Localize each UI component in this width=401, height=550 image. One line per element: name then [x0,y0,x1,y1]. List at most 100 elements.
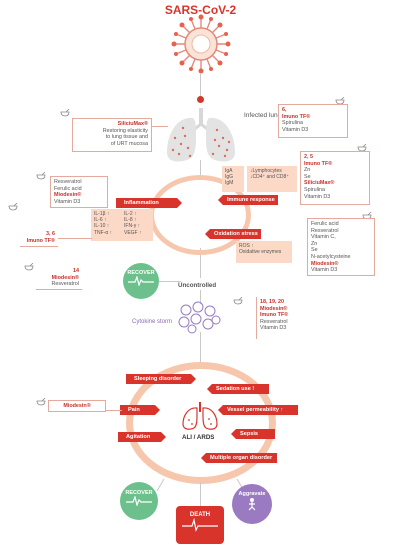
box-line: Restoring elasticity [102,127,148,134]
sedation-use-tag: Sedation use ! [207,384,269,394]
box-line: Spirulina [282,120,303,127]
miodesin-label: Miodesin® [311,260,339,267]
box-line: Resveratrol [54,179,82,185]
aggravate-label: Aggravate [238,491,266,497]
siliciumax-label: SiliciuMax® [304,180,335,187]
siliciumax-box: SiliciuMax® Restoring elasticity to lung… [72,118,152,152]
imuno-label: Imuno TF® [26,237,55,244]
lymphocytes-item: ↓CD4⁺ and CD8⁺ [250,174,289,181]
imuno-label: Imuno TF® [260,312,289,319]
cytokine-storm-icon [178,301,221,334]
heartbeat-icon [126,495,152,507]
miodesin-pain-box: Miodesin® [48,400,106,412]
antibody-item: IgM [225,180,234,187]
box-line: Resveratrol [51,281,79,288]
box-line: Vitamin D3 [54,198,81,205]
imuno-label: Imuno TF® [282,113,311,120]
mortar-icon [60,109,70,117]
box-line: Zn [304,167,311,174]
patient-icon [248,498,256,511]
oxidation-stress-tag: Oxidation stress [205,229,261,239]
connector-line [200,248,201,278]
vessel-permeability-tag: Vessel permeability ↑ [218,405,298,415]
cytokine-item: IL-10 ↑ [94,223,110,230]
uncontrolled-label: Uncontrolled [178,282,217,289]
damaged-lungs-icon [182,402,218,430]
ali-ards-label: ALI / ARDS [182,434,215,441]
box-line: Vitamin D3 [304,193,331,200]
page-title: SARS-CoV-2 [164,3,237,17]
miodesin-label: Miodesin® [63,403,91,409]
ros-item: Oxidative enzymes [239,249,282,256]
sleeping-disorder-tag: Sleeping disorder [126,374,196,384]
miodesin-label: Miodesin® [54,192,82,199]
cytokine-storm-label: Cytokine storm [132,319,173,325]
inflammation-tag: Inflammation [116,198,182,208]
box-line: Resveratrol [260,318,288,325]
box-line: N-acetylcysteine [311,253,351,260]
imuno-box-2-5: 2, 5 Imuno TF® Zn Se SiliciuMax® Spiruli… [300,151,370,205]
death-box: DEATH [176,506,224,544]
box-line: Se [311,247,318,254]
antibody-box: IgA IgG IgM [222,166,244,192]
pain-tag: Pain [120,405,160,415]
lymphocytes-box: ↓Lymphocytes ↓CD4⁺ and CD8⁺ [247,166,297,192]
box-line: of URT mucosa [110,140,148,147]
infected-lungs-label: Infected lungs [244,112,285,119]
recover-label: RECOVER [125,490,153,496]
antioxidant-box: Ferulic acid Resveratrol Vitamin C, Zn S… [307,218,375,276]
cytokine-item: VEGF ↑ [124,229,142,236]
sepsis-tag: Sepsis [231,429,275,439]
mortar-icon [357,144,367,152]
imuno-box-6: 6, Imuno TF® Spirulina Vitamin D3 [278,104,348,138]
death-label: DEATH [189,512,211,518]
lymphocytes-item: ↓Lymphocytes [250,168,282,174]
mortar-icon [8,203,18,211]
box-line: Vitamin D3 [260,325,287,332]
ref-number: 2, 5 [304,154,313,160]
box-line: Resveratrol [311,227,339,234]
connector-line [200,332,201,362]
recover-label: RECOVER [127,270,155,276]
flatline-icon [182,517,218,532]
connector-line [152,126,168,127]
box-line: Vitamin D3 [282,126,309,133]
box-line: Vitamin C, [311,234,336,241]
miodesin-label: Miodesin® [51,274,79,281]
lungs-icon [167,108,235,162]
recover-circle-bottom: RECOVER [120,482,158,520]
connector-line [200,160,201,180]
cytokine-item: IL-6 ↑ [94,217,107,224]
miodesin-box-14: 14 Miodesin® Resveratrol [36,266,82,290]
cytokine-item: IL-1β ↑ [94,211,110,217]
heartbeat-icon [128,275,154,287]
connector-line [200,290,201,304]
mortar-icon [36,398,46,406]
miodesin-label: Miodesin® [260,305,288,312]
ros-item: ROS ↑ [239,243,254,249]
box-line: Zn [311,240,318,247]
cytokine-item: TNF-α ↑ [94,229,113,236]
ref-number: 14 [73,268,79,274]
multiple-organ-disorder-tag: Multiple organ disorder [201,453,277,463]
mortar-icon [335,97,345,105]
mortar-icon [233,297,243,305]
virus-icon [171,14,231,74]
box-line: Ferulic acid [311,221,339,227]
connector-line [159,281,181,282]
recover-circle: RECOVER [123,263,159,299]
antibody-item: IgG [225,174,234,181]
agitation-tag: Agitation [118,432,166,442]
connector-line [200,74,201,100]
cytokine-item: IL-8 ↑ [124,217,137,224]
cytokine-item: IFN-γ ↑ [124,223,141,230]
aggravate-circle: Aggravate [232,484,272,524]
connector-dot [197,96,204,103]
ref-number: 6, [282,107,287,113]
ref-number: 3, 6 [46,231,55,237]
box-line: Se [304,173,311,180]
imuno-box-3-6: 3, 6 Imuno TF® [20,229,58,247]
cytokine-item: IL-2 ↑ [124,211,137,217]
treatment-box-18: 18, 19, 20 Miodesin® Imuno TF® Resveratr… [256,297,322,339]
cytokine-box: IL-1β ↑ IL-6 ↑ IL-10 ↑ TNF-α ↑ IL-2 ↑ IL… [91,209,153,241]
